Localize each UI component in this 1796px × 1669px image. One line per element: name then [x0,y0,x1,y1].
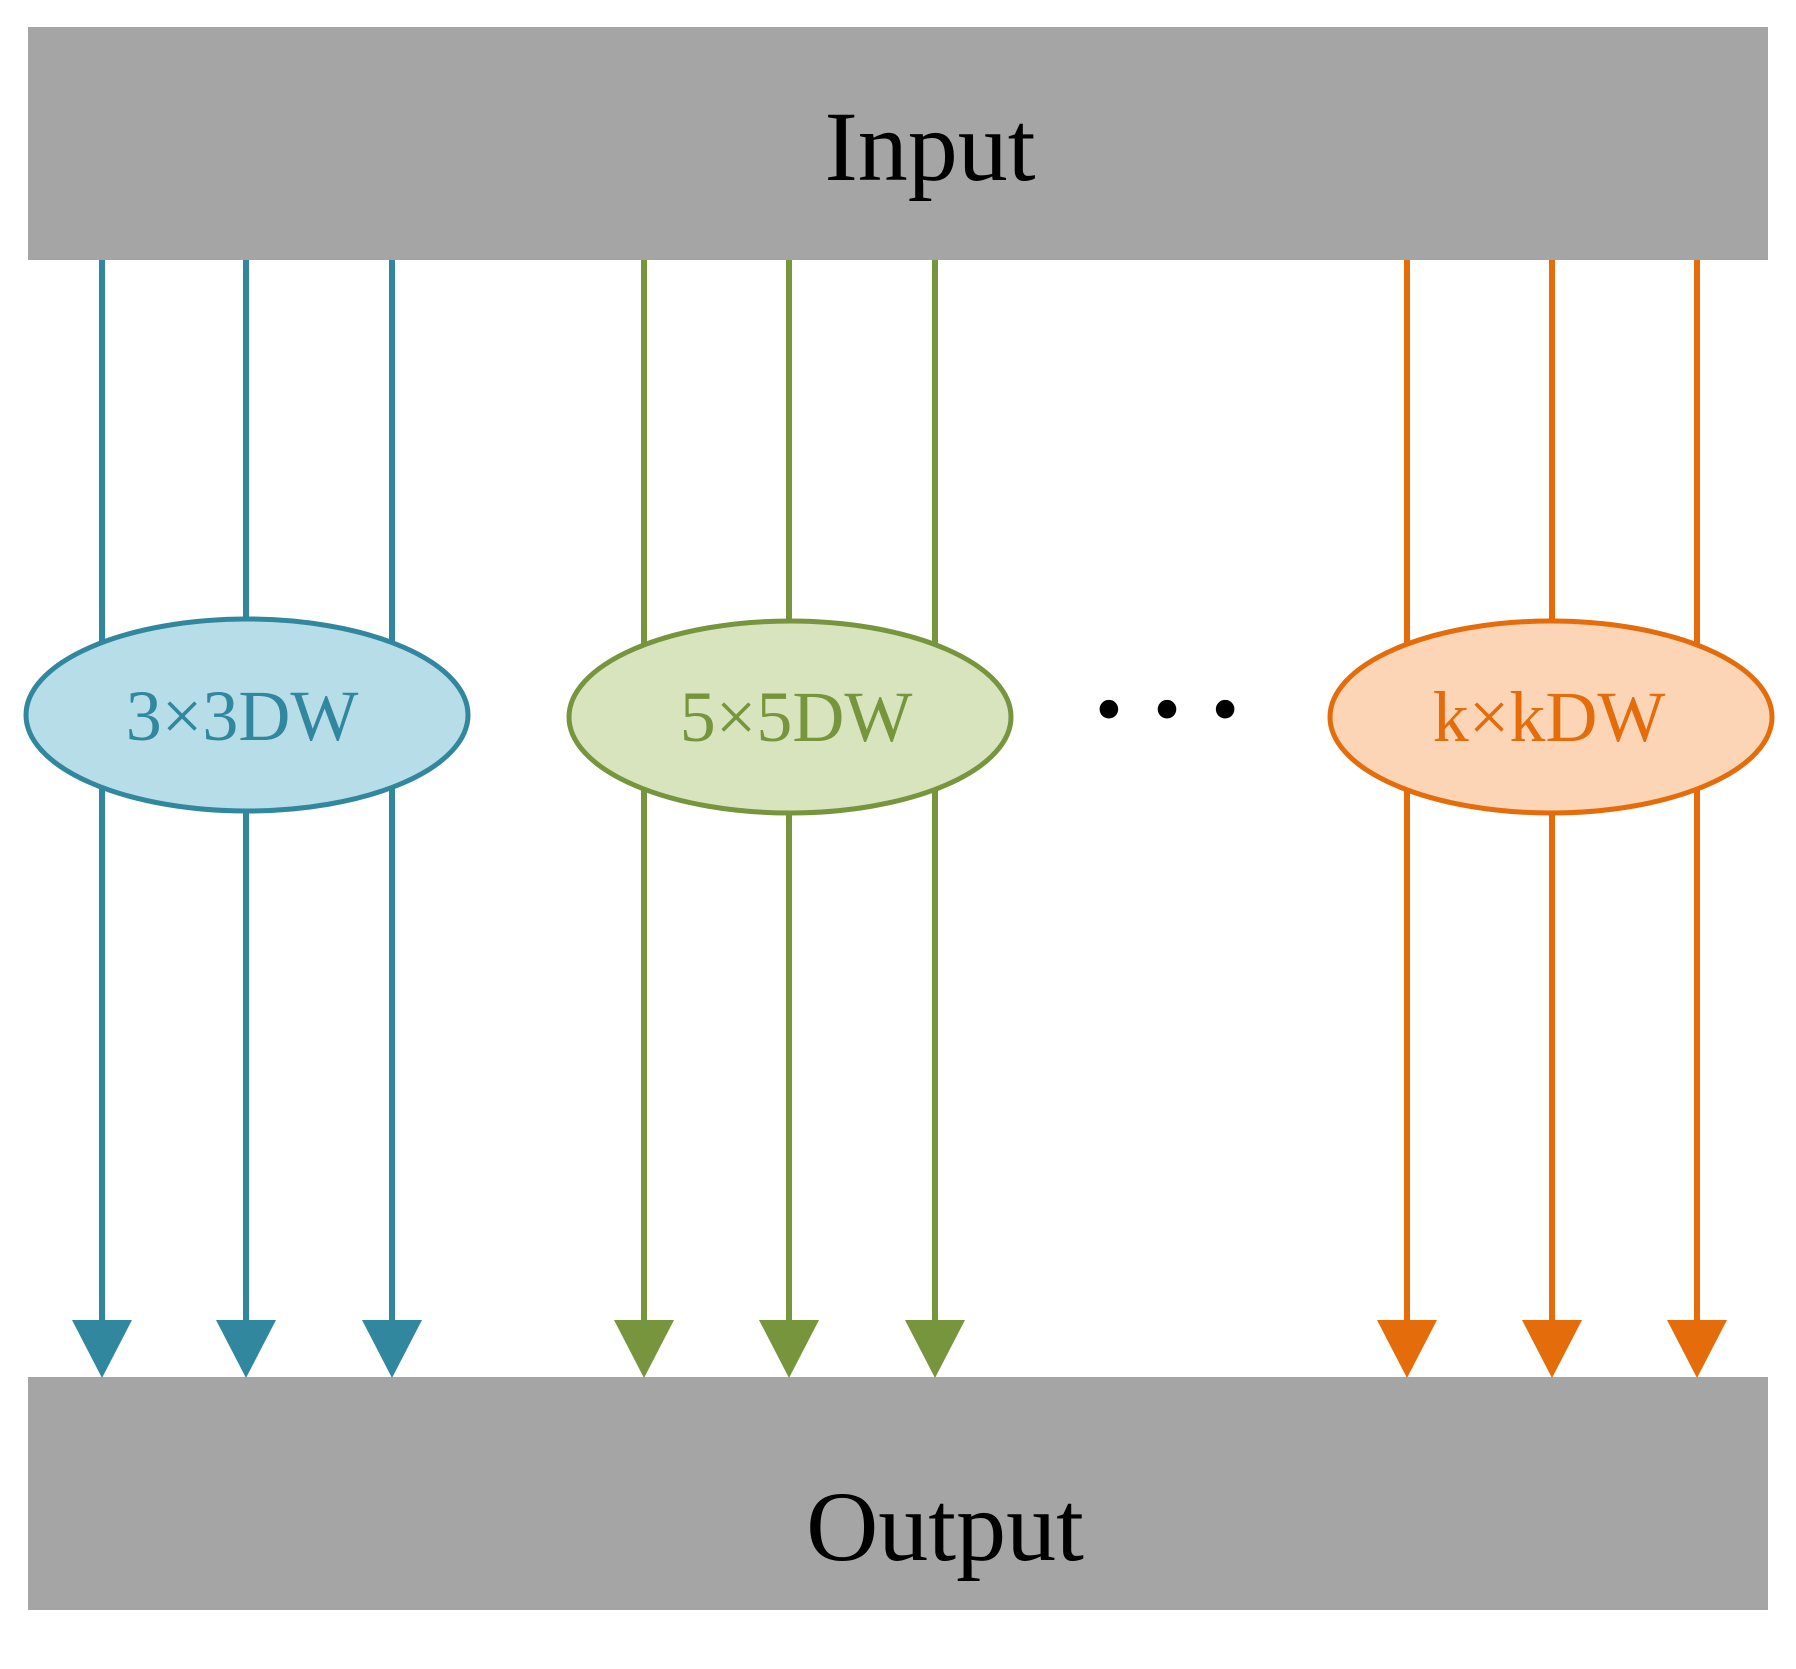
group-5x5: 5×5DW [566,260,1014,1378]
output-label: Output [806,1471,1084,1582]
node-5x5dw [566,618,1014,816]
node-3x3dw [23,616,471,814]
arrow-head [1377,1320,1437,1378]
group-3x3: 3×3DW [23,260,471,1378]
input-bar [28,27,1768,260]
node-label-kxkdw: k×kDW [1433,677,1666,757]
arrow-head [1667,1320,1727,1378]
arrow-head [216,1320,276,1378]
arrow-head [905,1320,965,1378]
arrow-head [72,1320,132,1378]
node-kxkdw [1327,618,1775,816]
arrow-head [759,1320,819,1378]
node-label-3x3dw: 3×3DW [126,676,359,756]
node-label-5x5dw: 5×5DW [680,677,913,757]
arrow-head [362,1320,422,1378]
arrow-head [614,1320,674,1378]
arrow-head [1522,1320,1582,1378]
output-bar [28,1377,1768,1610]
group-kxk: k×kDW [1327,260,1775,1378]
ellipsis-dots: • • • [1090,675,1244,749]
input-label: Input [824,91,1035,202]
